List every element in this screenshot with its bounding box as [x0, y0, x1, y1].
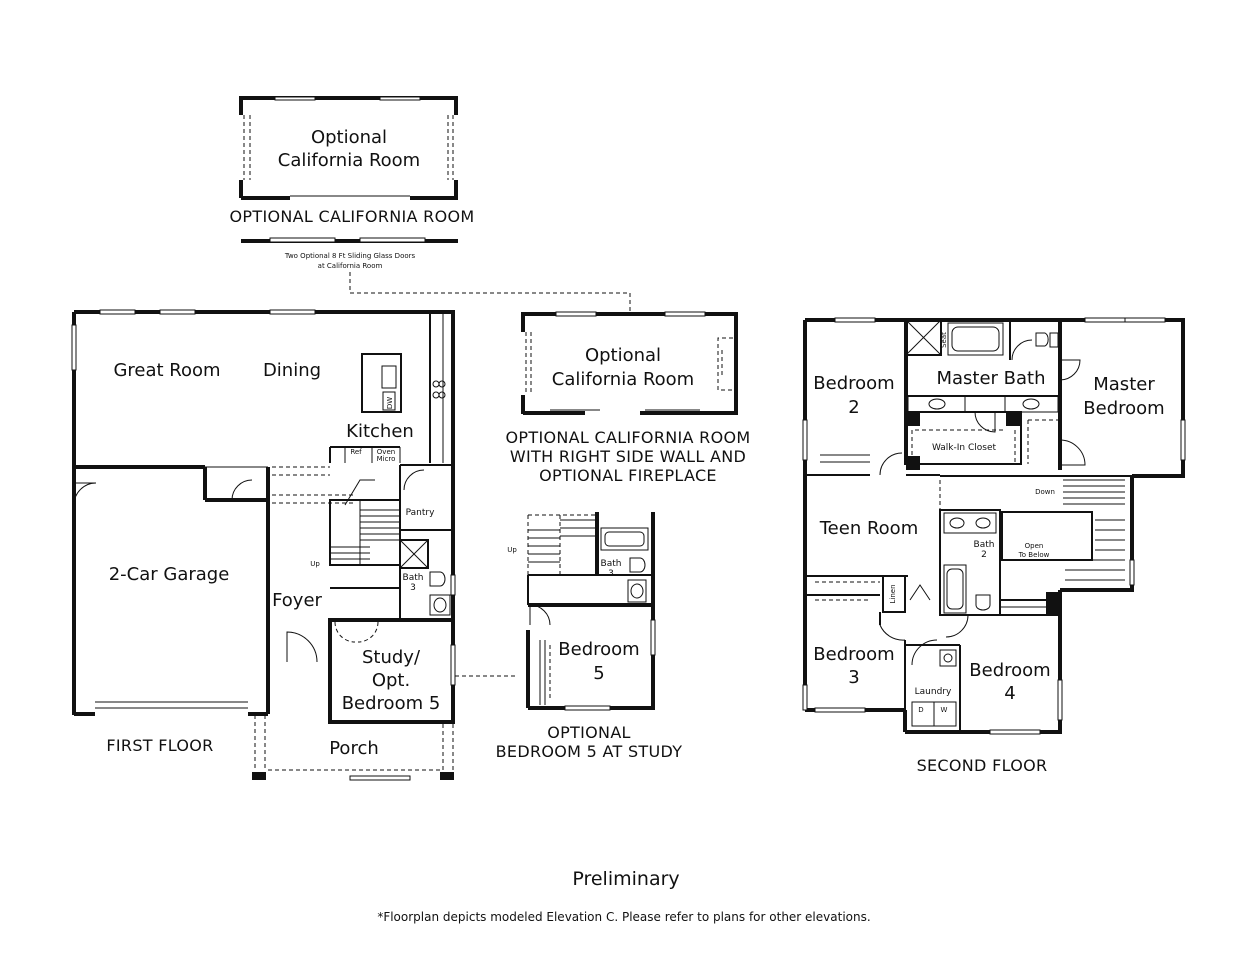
ref-label: Ref [350, 448, 362, 456]
bath2-label: Bath [974, 540, 995, 550]
pantry-label: Pantry [406, 508, 435, 518]
bath2-num: 2 [981, 550, 987, 560]
bedroom4-label-1: Bedroom [969, 660, 1050, 681]
master-bedroom-label-2: Bedroom [1083, 398, 1164, 419]
ca-room-top-label-1: Optional [311, 127, 387, 148]
california-room-fireplace: Optional California Room OPTIONAL CALIFO… [506, 311, 751, 485]
ca-room-mid-label-1: Optional [585, 345, 661, 366]
teen-room-label: Teen Room [819, 518, 918, 539]
study-label-3: Bedroom 5 [342, 693, 441, 714]
bedroom3-label-2: 3 [848, 667, 859, 688]
bed5-bath-num: 3 [608, 569, 614, 579]
bath3-num: 3 [410, 583, 416, 593]
bedroom3-label-1: Bedroom [813, 644, 894, 665]
preliminary-label: Preliminary [572, 868, 679, 890]
second-floor-plan: Seat Walk-In Closet [802, 317, 1186, 775]
ca-room-top-note-2: at California Room [318, 262, 383, 270]
california-room-top: Optional California Room OPTIONAL CALIFO… [230, 96, 631, 312]
great-room-label: Great Room [113, 360, 220, 381]
bedroom4-label-2: 4 [1004, 683, 1015, 704]
dining-label: Dining [263, 360, 321, 381]
micro-label: Micro [377, 455, 396, 463]
master-bedroom-label-1: Master [1093, 374, 1155, 395]
second-floor-caption: SECOND FLOOR [917, 756, 1048, 775]
bath3-label: Bath [403, 573, 424, 583]
walk-in-closet-label: Walk-In Closet [932, 443, 997, 453]
oven-label: Oven [377, 448, 395, 456]
down-label: Down [1035, 488, 1055, 496]
first-floor-caption: FIRST FLOOR [106, 736, 213, 755]
bed5-label-2: 5 [593, 663, 604, 684]
open-below-label-2: To Below [1018, 551, 1050, 559]
dw-label: DW [386, 397, 394, 409]
study-label-2: Opt. [372, 670, 410, 691]
ca-room-mid-caption-2: WITH RIGHT SIDE WALL AND [510, 447, 746, 466]
washer-label: W [941, 706, 948, 714]
ca-room-top-caption: OPTIONAL CALIFORNIA ROOM [230, 207, 475, 226]
linen-label: Linen [889, 584, 897, 603]
disclaimer-text: *Floorplan depicts modeled Elevation C. … [377, 910, 870, 924]
porch-label: Porch [329, 738, 379, 759]
ca-room-mid-label-2: California Room [552, 369, 694, 390]
dryer-label: D [918, 706, 923, 714]
first-floor-plan: DW Ref Oven Micro Up [71, 309, 515, 781]
master-bath-label: Master Bath [936, 368, 1045, 389]
bed5-up-label: Up [507, 546, 517, 554]
bedroom5-option: Up Bath 3 Bedroom 5 OPTIONAL BEDROOM 5 A… [496, 512, 683, 761]
ca-room-top-note-1: Two Optional 8 Ft Sliding Glass Doors [284, 252, 416, 260]
open-below-label-1: Open [1025, 542, 1044, 550]
study-label-1: Study/ [362, 647, 421, 668]
bedroom2-label-1: Bedroom [813, 373, 894, 394]
seat-label: Seat [940, 332, 948, 348]
garage-label: 2-Car Garage [109, 564, 230, 585]
ca-room-mid-caption-3: OPTIONAL FIREPLACE [539, 466, 717, 485]
laundry-label: Laundry [915, 687, 952, 697]
bed5-caption-2: BEDROOM 5 AT STUDY [496, 742, 683, 761]
bed5-caption-1: OPTIONAL [547, 723, 631, 742]
bed5-bath-label: Bath [601, 559, 622, 569]
bedroom2-label-2: 2 [848, 397, 859, 418]
bed5-label-1: Bedroom [558, 639, 639, 660]
kitchen-label: Kitchen [346, 421, 414, 442]
ca-room-mid-caption-1: OPTIONAL CALIFORNIA ROOM [506, 428, 751, 447]
foyer-label: Foyer [272, 590, 322, 611]
ca-room-top-label-2: California Room [278, 150, 420, 171]
up-label: Up [310, 560, 320, 568]
